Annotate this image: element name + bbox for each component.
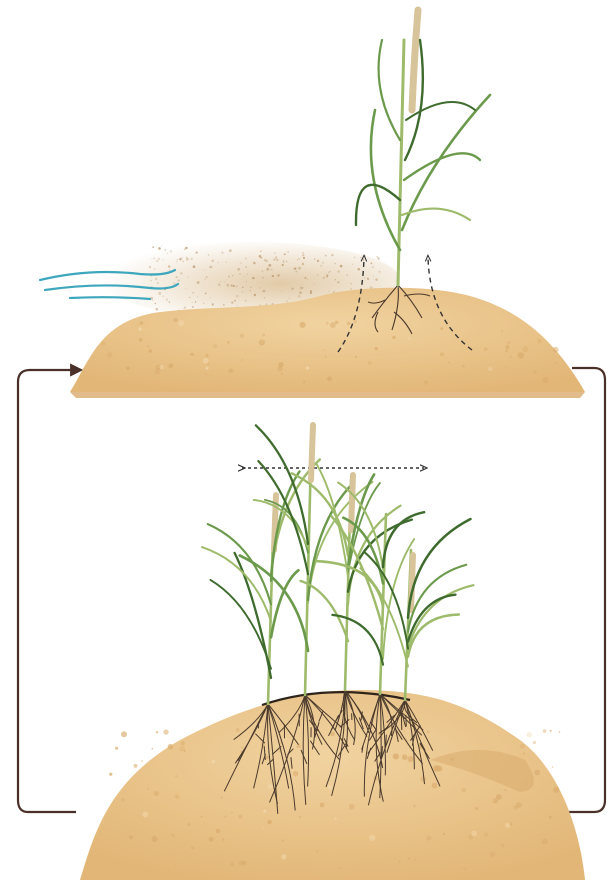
single-grass-plant: [356, 10, 490, 285]
bottom-stage: [80, 425, 585, 880]
right-return-arrow: [548, 368, 605, 812]
top-stage: [40, 10, 585, 398]
grass-clump: [202, 425, 473, 704]
left-return-arrow: [18, 370, 78, 812]
